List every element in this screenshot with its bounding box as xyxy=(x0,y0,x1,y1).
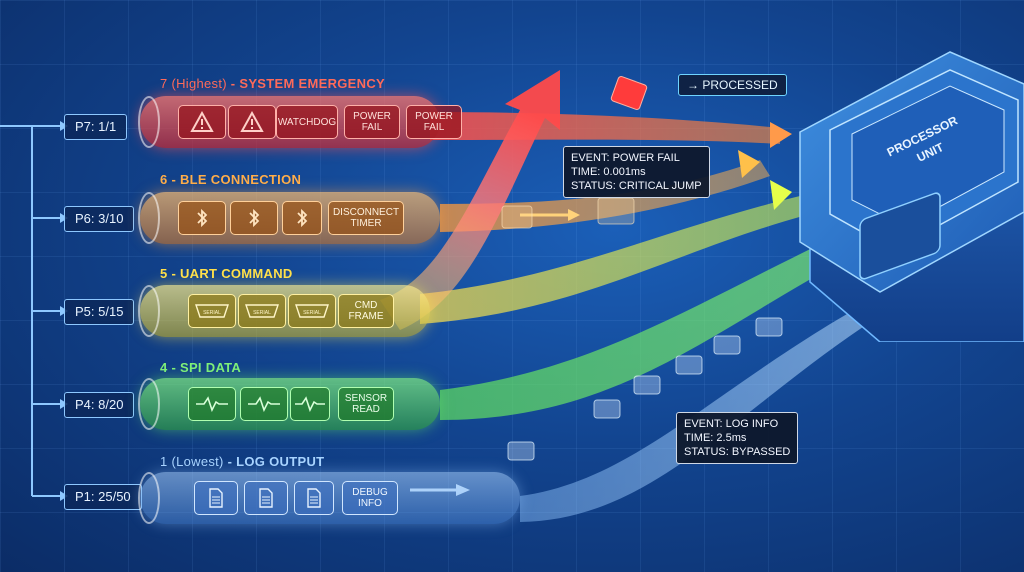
processor-chip: PROCESSOR UNIT xyxy=(799,51,1024,343)
tile-p1-debug-info: DEBUG INFO xyxy=(342,481,398,515)
processed-badge: → PROCESSED xyxy=(678,74,787,96)
queue-title-p6: 6 - BLE CONNECTION xyxy=(160,172,302,187)
counter-p1: P1: 25/50 xyxy=(64,484,142,510)
counter-p7: P7: 1/1 xyxy=(64,114,128,140)
serial-icon: SERIAL xyxy=(195,304,229,318)
tile-p1-document-2 xyxy=(244,481,288,515)
waveform-icon xyxy=(295,396,325,412)
warning-icon xyxy=(190,111,214,132)
document-icon xyxy=(209,488,223,508)
counter-p5: P5: 5/15 xyxy=(64,299,135,325)
tile-p1-document-1 xyxy=(194,481,238,515)
queue-title-p7: 7 (Highest) - SYSTEM EMERGENCY xyxy=(160,76,385,91)
tooltip-power-fail: EVENT: POWER FAIL TIME: 0.001ms STATUS: … xyxy=(563,146,710,198)
tile-p7-warning-2 xyxy=(228,105,276,139)
stream-blue xyxy=(520,290,905,522)
stream-yellow xyxy=(420,196,810,324)
document-icon xyxy=(307,488,321,508)
queue-title-p5: 5 - UART COMMAND xyxy=(160,266,293,281)
critical-jump-arrow xyxy=(380,70,560,330)
tile-p4-waveform-1 xyxy=(188,387,236,421)
tile-p4-sensor-read: SENSOR READ xyxy=(338,387,394,421)
ghost-packets-orange xyxy=(501,197,635,229)
svg-text:SERIAL: SERIAL xyxy=(203,310,221,316)
tile-p6-bluetooth-3 xyxy=(282,201,322,235)
tile-p4-waveform-2 xyxy=(240,387,288,421)
waveform-icon xyxy=(196,396,228,412)
queue-title-p4: 4 - SPI DATA xyxy=(160,360,242,375)
tile-p1-document-3 xyxy=(294,481,334,515)
waveform-icon xyxy=(248,396,280,412)
bluetooth-icon xyxy=(297,208,308,228)
tile-p5-cmd-frame: CMD FRAME xyxy=(338,294,394,328)
counter-p4: P4: 8/20 xyxy=(64,392,135,418)
tile-p7-warning-1 xyxy=(178,105,226,139)
feed-lines xyxy=(0,125,60,497)
tile-p6-bluetooth-1 xyxy=(178,201,226,235)
queue-title-p1: 1 (Lowest) - LOG OUTPUT xyxy=(160,454,325,469)
serial-icon: SERIAL xyxy=(295,304,329,318)
tile-p4-waveform-3 xyxy=(290,387,330,421)
tile-p5-serial-2: SERIAL xyxy=(238,294,286,328)
counter-p6: P6: 3/10 xyxy=(64,206,135,232)
tile-p7-watchdog: WATCHDOG xyxy=(276,105,338,139)
power-fail-packet xyxy=(610,75,648,111)
bluetooth-icon xyxy=(197,208,208,228)
stream-green xyxy=(440,230,860,420)
document-icon xyxy=(259,488,273,508)
tile-p5-serial-1: SERIAL xyxy=(188,294,236,328)
tile-p6-bluetooth-2 xyxy=(230,201,278,235)
stream-red xyxy=(430,112,780,144)
tile-p7-power-fail-2: POWER FAIL xyxy=(406,105,462,139)
svg-text:SERIAL: SERIAL xyxy=(303,310,321,316)
ghost-packets xyxy=(507,317,783,461)
tile-p7-power-fail-1: POWER FAIL xyxy=(344,105,400,139)
tile-p6-disconnect-timer: DISCONNECT TIMER xyxy=(328,201,404,235)
serial-icon: SERIAL xyxy=(245,304,279,318)
tooltip-log-info: EVENT: LOG INFO TIME: 2.5ms STATUS: BYPA… xyxy=(676,412,799,464)
svg-text:SERIAL: SERIAL xyxy=(253,310,271,316)
warning-icon xyxy=(240,111,264,132)
processor-unit: PROCESSOR UNIT xyxy=(790,22,1024,343)
inner-arrows xyxy=(410,209,580,496)
tile-p5-serial-3: SERIAL xyxy=(288,294,336,328)
bluetooth-icon xyxy=(249,208,260,228)
